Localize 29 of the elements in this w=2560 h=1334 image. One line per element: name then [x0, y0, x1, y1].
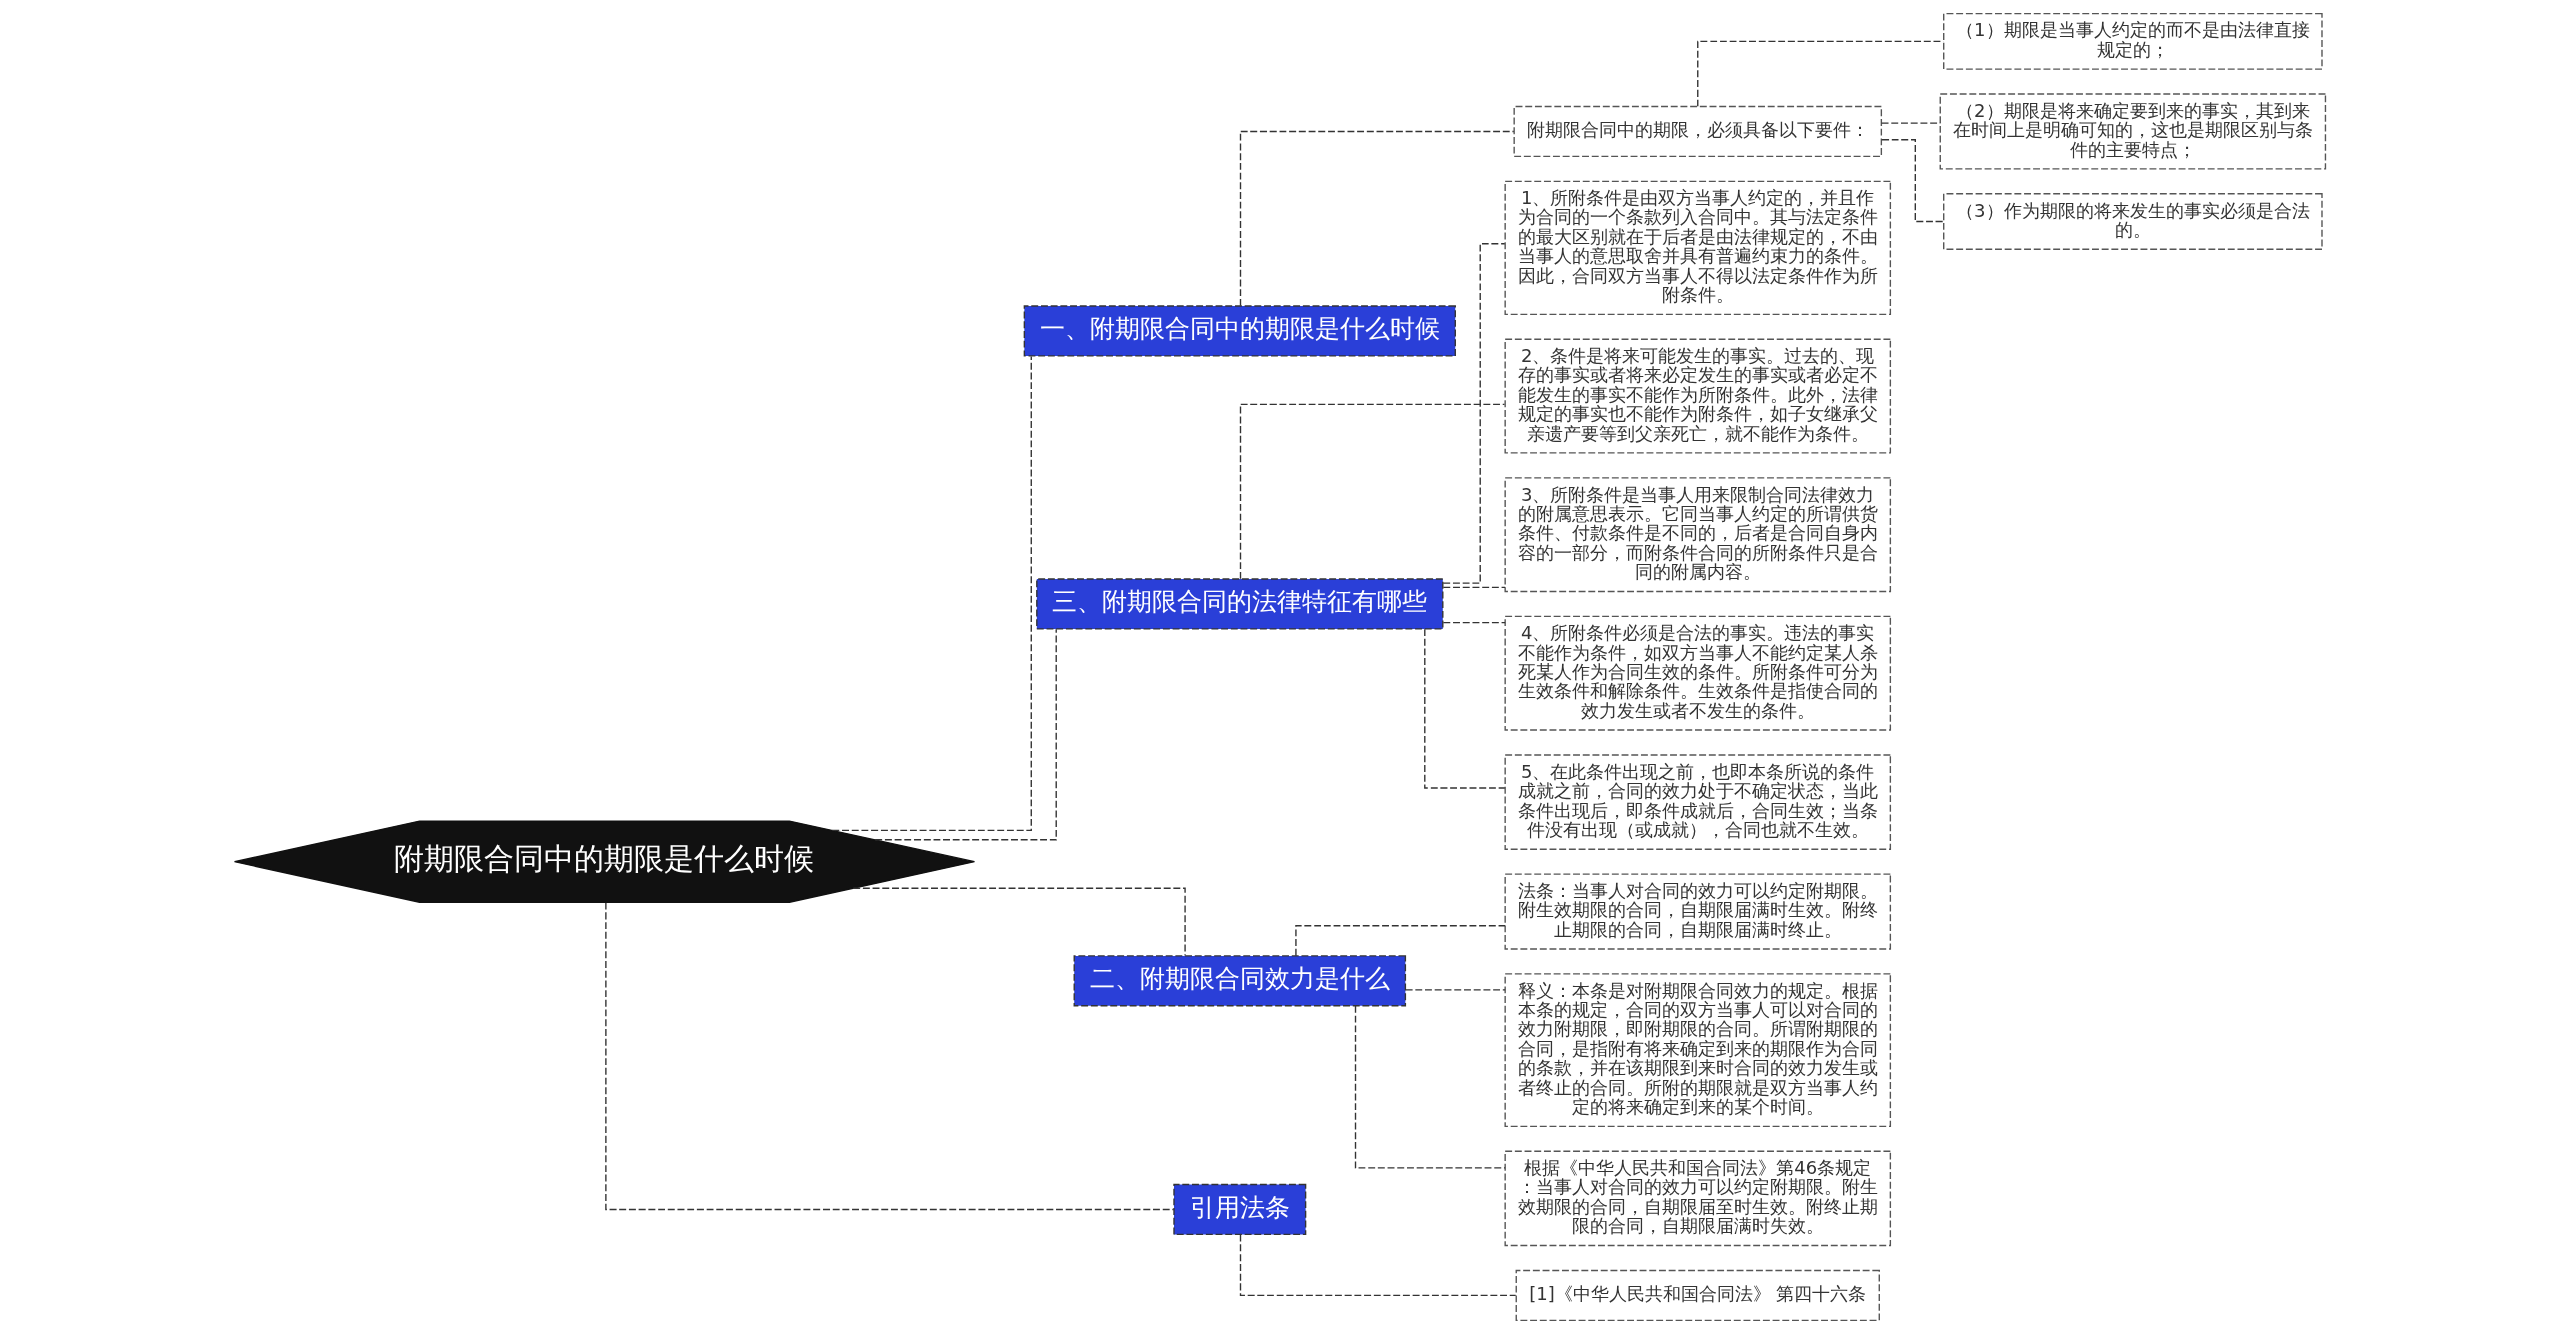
connector — [1442, 586, 1506, 589]
node-box: 一、附期限合同中的期限是什么时候 — [1023, 305, 1456, 357]
connector — [1424, 628, 1506, 789]
node-box: 根据《中华人民共和国合同法》第46条规定：当事人对合同的效力可以约定附期限。附生效期限的合同，自期限届至时生效。附终止期限的合同，自期限届满时失效。 — [1504, 1150, 1892, 1247]
node-box: 三、附期限合同的法律特征有哪些 — [1036, 578, 1444, 630]
node-box: 5、在此条件出现之前，也即本条所说的条件成就之前，合同的效力处于不确定状态，当此条件出现后，即条件成就后，合同生效；当条件没有出现（或成就），合同也就不生效。 — [1504, 754, 1892, 850]
node-box: 法条：当事人对合同的效力可以约定附期限。附生效期限的合同，自期限届满时生效。附终止期限的合同，自期限届满时终止。 — [1504, 873, 1892, 950]
node-box: 引用法条 — [1173, 1183, 1307, 1236]
connector — [1405, 989, 1506, 991]
connector — [605, 902, 1175, 1211]
connector — [874, 628, 1057, 841]
node-box: [1]《中华人民共和国合同法》 第四十六条 — [1515, 1269, 1880, 1322]
node-box: 二、附期限合同效力是什么 — [1073, 955, 1407, 1007]
node-box: （3）作为期限的将来发生的事实必须是合法的。 — [1943, 193, 2323, 250]
connector — [1239, 1234, 1517, 1297]
connector — [852, 887, 1186, 957]
node-box: 4、所附条件必须是合法的事实。违法的事实不能作为条件，如双方当事人不能约定某人杀死某人作为合同生效的条件。所附条件可分为生效条件和解除条件。生效条件是指使合同的效力发生或者不发生的条件。 — [1504, 615, 1892, 731]
connector — [831, 355, 1032, 832]
connector — [1442, 621, 1506, 624]
node-box: 释义：本条是对附期限合同效力的规定。根据本条的规定，合同的双方当事人可以对合同的效力附期限，即附期限的合同。所谓附期限的合同，是指附有将来确定到来的期限作为合同的条款，并在该期限到来时合同的效力发生或者终止的合同。所附的期限就是双方当事人约定的将来确定到来的某个时间。 — [1504, 973, 1892, 1128]
connector — [1239, 130, 1515, 307]
node-box: 附期限合同中的期限，必须具备以下要件： — [1513, 105, 1883, 158]
node-box: （2）期限是将来确定要到来的事实，其到来在时间上是明确可知的，这也是期限区别与条件的主要特点； — [1939, 93, 2327, 170]
node-box: （1）期限是当事人约定的而不是由法律直接规定的； — [1943, 12, 2323, 70]
node-box: 2、条件是将来可能发生的事实。过去的、现存的事实或者将来必定发生的事实或者必定不能发生的事实不能作为所附条件。此外，法律规定的事实也不能作为附条件，如子女继承父亲遗产要等到父亲死亡，就不能作为条件。 — [1504, 338, 1892, 454]
connector — [1354, 1005, 1506, 1169]
node-box: 1、所附条件是由双方当事人约定的，并且作为合同的一个条款列入合同中。其与法定条件的最大区别就在于后者是由法律规定的，不由当事人的意思取舍并具有普遍约束力的条件。因此，合同双方当事人不得以法定条件作为所附条件。 — [1504, 180, 1892, 316]
node-box: 3、所附条件是当事人用来限制合同法律效力的附属意思表示。它同当事人约定的所谓供货条件、付款条件是不同的，后者是合同自身内容的一部分，而附条件合同的所附条件只是合同的附属内容。 — [1504, 477, 1892, 593]
connector — [1239, 403, 1506, 580]
